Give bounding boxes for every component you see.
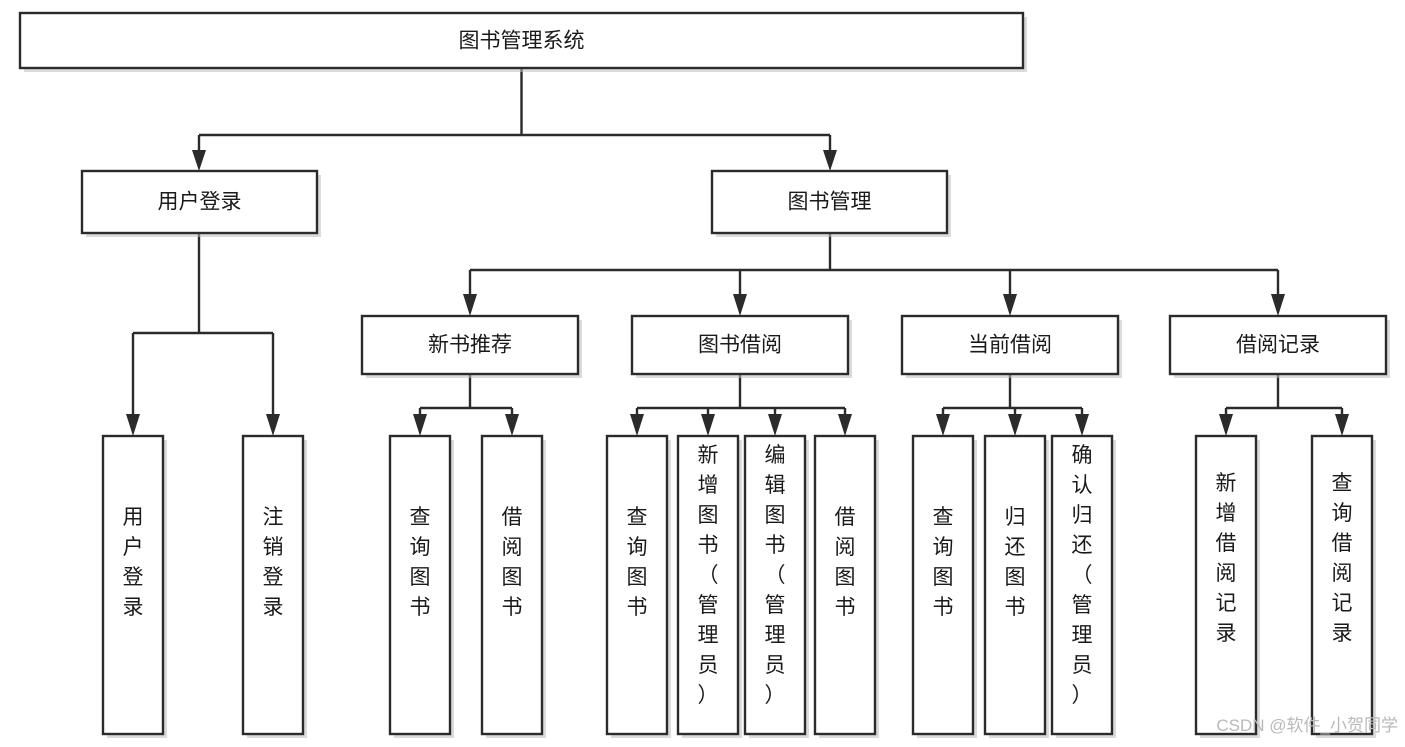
leaf-borrow-book-recommend-label: 借阅图书 [502,506,523,619]
leaf-borrow-book-box[interactable] [813,434,877,736]
leaf-edit-book-admin-box[interactable] [743,434,807,736]
borrow-record-label: 借阅记录 [1236,334,1320,357]
node-leaf-add-borrow-record[interactable]: 新增借阅记录 [1194,434,1260,738]
leaf-query-borrow-record-label: 查询借阅记录 [1332,472,1353,645]
arrow-icon-leaf-query-borrow-record [1335,414,1349,436]
arrow-icon-leaf-add-book-admin [701,414,715,436]
node-leaf-borrow-book-recommend[interactable]: 借阅图书 [480,434,546,738]
arrow-icon-new-book-recommend [463,294,477,316]
leaf-user-logout-box[interactable] [241,434,305,736]
leaf-query-borrow-record-box[interactable] [1310,434,1374,736]
leaf-query-book-current-box[interactable] [911,434,975,736]
current-borrow-label: 当前借阅 [968,334,1052,357]
book-manage-label: 图书管理 [788,191,872,214]
arrow-icon-leaf-add-borrow-record [1219,414,1233,436]
borrow-record-box[interactable] [1168,314,1388,376]
node-leaf-confirm-return-admin[interactable]: 确认归还（管理员） [1050,434,1116,738]
arrow-icon-current-borrow [1003,294,1017,316]
arrow-icon-leaf-query-book-current [936,414,950,436]
node-leaf-add-book-admin[interactable]: 新增图书（管理员） [676,434,742,738]
root-box[interactable] [18,11,1025,70]
arrow-icon-leaf-query-book-borrow [630,414,644,436]
node-current-borrow[interactable]: 当前借阅 [900,314,1122,378]
leaf-user-logout-label: 注销登录 [263,506,284,619]
arrow-icon-leaf-user-logout [266,414,280,436]
book-borrow-label: 图书借阅 [698,334,782,357]
node-root[interactable]: 图书管理系统 [18,11,1027,72]
leaf-layer: 用户登录 注销登录 查询图书 借阅图书 查询图书 [101,434,1376,738]
leaf-return-book-box[interactable] [983,434,1047,736]
arrow-icon-leaf-borrow-book-recommend [505,414,519,436]
arrow-icon-leaf-edit-book-admin [768,414,782,436]
current-borrow-box[interactable] [900,314,1120,376]
user-login-box[interactable] [80,169,319,235]
leaf-query-book-borrow-label: 查询图书 [627,506,648,619]
leaf-add-book-admin-box[interactable] [676,434,740,736]
user-login-label: 用户登录 [158,191,242,214]
node-new-book-recommend[interactable]: 新书推荐 [360,314,582,378]
leaf-confirm-return-admin-label: 确认归还（管理员） [1072,444,1093,707]
node-leaf-query-book-recommend[interactable]: 查询图书 [388,434,454,738]
arrow-icon-leaf-confirm-return-admin [1075,414,1089,436]
node-leaf-edit-book-admin[interactable]: 编辑图书（管理员） [743,434,809,738]
book-borrow-box[interactable] [630,314,850,376]
arrow-icon-leaf-borrow-book [838,414,852,436]
node-leaf-user-logout[interactable]: 注销登录 [241,434,307,738]
arrow-icon-leaf-query-book-recommend [413,414,427,436]
leaf-query-book-current-label: 查询图书 [933,506,954,619]
leaf-add-book-admin-label: 新增图书（管理员） [698,444,719,707]
csdn-watermark: CSDN @软件_小贺同学 [1216,716,1398,735]
leaf-edit-book-admin-label: 编辑图书（管理员） [765,444,786,707]
node-book-manage[interactable]: 图书管理 [710,169,951,237]
leaf-query-book-recommend-label: 查询图书 [410,506,431,619]
node-leaf-borrow-book[interactable]: 借阅图书 [813,434,879,738]
leaf-return-book-label: 归还图书 [1005,506,1026,619]
arrow-icon-book-borrow [733,294,747,316]
arrow-icon-book-manage [823,150,837,171]
leaf-confirm-return-admin-box[interactable] [1050,434,1114,736]
arrow-icon-leaf-user-login [126,414,140,436]
new-book-recommend-box[interactable] [360,314,580,376]
node-leaf-return-book[interactable]: 归还图书 [983,434,1049,738]
arrow-icon-user-login [192,150,206,171]
leaf-user-login-box[interactable] [101,434,165,736]
leaf-query-book-recommend-box[interactable] [388,434,452,736]
new-book-recommend-label: 新书推荐 [428,334,512,357]
node-user-login[interactable]: 用户登录 [80,169,321,237]
node-book-borrow[interactable]: 图书借阅 [630,314,852,378]
leaf-add-borrow-record-label: 新增借阅记录 [1216,472,1237,645]
leaf-user-login-label: 用户登录 [123,506,144,619]
node-leaf-query-book-current[interactable]: 查询图书 [911,434,977,738]
node-leaf-query-book-borrow[interactable]: 查询图书 [605,434,671,738]
leaf-add-borrow-record-box[interactable] [1194,434,1258,736]
node-borrow-record[interactable]: 借阅记录 [1168,314,1390,378]
arrow-icon-borrow-record [1271,294,1285,316]
node-leaf-query-borrow-record[interactable]: 查询借阅记录 [1310,434,1376,738]
connector-layer [126,68,1349,436]
leaf-borrow-book-recommend-box[interactable] [480,434,544,736]
root-label: 图书管理系统 [459,30,585,53]
leaf-borrow-book-label: 借阅图书 [835,506,856,619]
leaf-query-book-borrow-box[interactable] [605,434,669,736]
book-manage-box[interactable] [710,169,949,235]
arrow-icon-leaf-return-book [1008,414,1022,436]
node-leaf-user-login[interactable]: 用户登录 [101,434,167,738]
